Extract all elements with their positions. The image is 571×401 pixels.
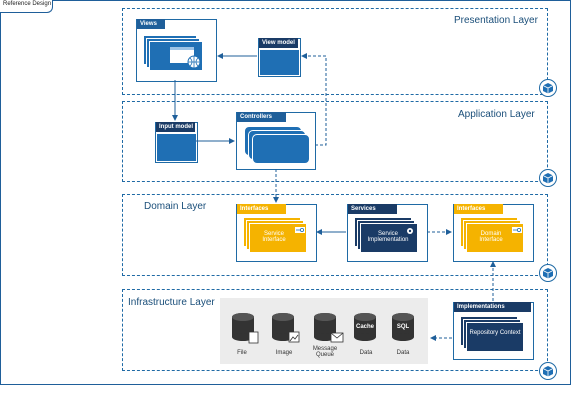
application-layer-title: Application Layer bbox=[458, 109, 535, 120]
domain-cube-icon bbox=[539, 264, 557, 282]
domain-interface-label: Domain Interface bbox=[479, 231, 503, 243]
domain-layer-title: Domain Layer bbox=[144, 201, 207, 212]
domain-interface-stack-front: Domain Interface bbox=[466, 223, 524, 253]
infrastructure-cube-icon bbox=[539, 362, 557, 380]
service-interface-stack-front: Service Interface bbox=[249, 223, 307, 253]
view-model-body bbox=[259, 49, 300, 76]
services-header: Services bbox=[348, 204, 397, 214]
store-image-label: Image bbox=[275, 350, 293, 356]
presentation-layer-title: Presentation Layer bbox=[454, 15, 538, 26]
input-model-header: Input model bbox=[156, 122, 195, 132]
database-icon bbox=[392, 313, 414, 341]
interfaces-right-header: Interfaces bbox=[454, 204, 503, 214]
repository-context-label: Repository Context bbox=[469, 330, 521, 336]
presentation-layer bbox=[122, 8, 548, 95]
browser-window-icon bbox=[170, 47, 201, 69]
store-sql-label: Data bbox=[396, 350, 410, 356]
application-cube-icon bbox=[539, 169, 557, 187]
presentation-cube-icon bbox=[539, 79, 557, 97]
controllers-stack-front bbox=[252, 134, 310, 164]
application-layer bbox=[122, 101, 548, 182]
views-stack-front bbox=[149, 41, 203, 71]
domain-layer bbox=[122, 194, 548, 276]
database-image-icon bbox=[272, 313, 300, 343]
tab-label: Reference Design bbox=[3, 1, 52, 7]
reference-design-tab[interactable]: Reference Design bbox=[0, 0, 53, 13]
infrastructure-layer-title: Infrastructure Layer bbox=[128, 297, 215, 308]
arrow-controllers-to-viewmodel bbox=[301, 53, 327, 146]
interfaces-left-header: Interfaces bbox=[237, 204, 286, 214]
services-stack-front: Service Implementation bbox=[360, 223, 418, 253]
store-message-queue[interactable] bbox=[312, 312, 344, 352]
sql-badge: SQL bbox=[396, 324, 410, 330]
store-cache[interactable]: Cache bbox=[352, 312, 380, 352]
database-envelope-icon bbox=[314, 313, 344, 343]
views-header: Views bbox=[137, 19, 165, 29]
implementations-stack-front: Repository Context bbox=[466, 322, 524, 352]
database-icon bbox=[232, 313, 259, 344]
controllers-header: Controllers bbox=[237, 112, 286, 122]
database-icon bbox=[354, 313, 376, 341]
service-implementation-label: Service Implementation bbox=[367, 231, 409, 243]
infrastructure-layer bbox=[122, 289, 548, 371]
store-cache-label: Data bbox=[359, 350, 373, 356]
store-message-queue-label: Message Queue bbox=[312, 346, 338, 358]
store-image[interactable] bbox=[270, 312, 300, 352]
gear-icon bbox=[407, 228, 413, 234]
implementations-header: Implementations bbox=[454, 302, 531, 312]
key-icon bbox=[512, 227, 522, 233]
input-model-body bbox=[156, 133, 197, 162]
key-icon bbox=[295, 227, 305, 233]
service-interface-label: Service Interface bbox=[262, 231, 286, 243]
store-file[interactable] bbox=[230, 312, 260, 352]
view-model-header: View model bbox=[259, 38, 298, 48]
store-file-label: File bbox=[237, 350, 247, 356]
store-sql[interactable]: SQL bbox=[390, 312, 418, 352]
cache-badge: Cache bbox=[355, 324, 374, 330]
